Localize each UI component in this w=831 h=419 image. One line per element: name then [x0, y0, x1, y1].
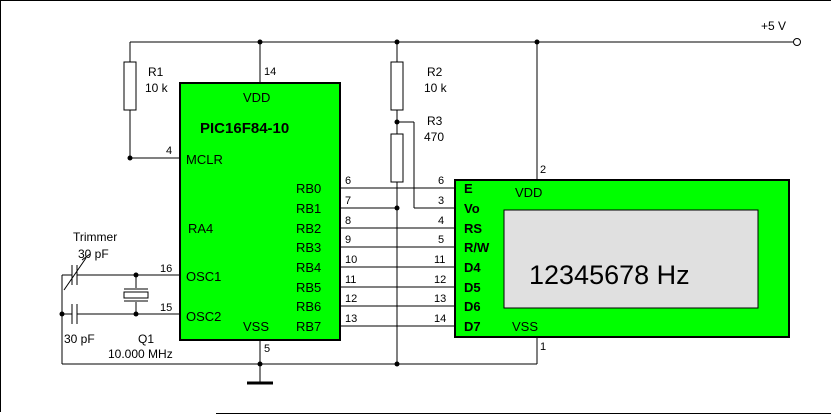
r2-value: 10 k — [424, 81, 448, 95]
junction-dot — [394, 39, 400, 45]
mcu-pin-rb2: 8 — [345, 215, 351, 227]
junction-dot — [534, 39, 540, 45]
trimmer-value: 30 pF — [78, 247, 109, 261]
mcu-body — [179, 82, 341, 341]
mcu-osc1-label: OSC1 — [186, 269, 221, 284]
lcd-d5-label: D5 — [464, 280, 481, 295]
r3-value: 470 — [424, 130, 444, 144]
mcu-pin-rb5: 11 — [345, 274, 356, 286]
mcu-name: PIC16F84-10 — [200, 120, 289, 137]
crystal-body — [123, 291, 149, 299]
lcd-pin-rs: 4 — [438, 215, 444, 227]
mcu-pin-rb7: 13 — [345, 313, 357, 325]
lcd-pin-d5: 12 — [434, 274, 446, 286]
junction-dot — [257, 361, 263, 367]
junction-dot — [394, 119, 400, 125]
lcd-rs-label: RS — [464, 221, 482, 236]
lcd-pin-rw: 5 — [438, 234, 444, 246]
mcu-pin-vss: 5 — [264, 343, 270, 355]
mcu-pin-rb4: 10 — [345, 254, 357, 266]
mcu-vss-label: VSS — [243, 319, 269, 334]
r2-name: R2 — [427, 65, 443, 79]
mcu-pin-rb1: 7 — [345, 195, 351, 207]
mcu-rb7-label: RB7 — [296, 319, 321, 334]
junction-dot — [127, 155, 133, 161]
mcu-mclr-label: MCLR — [186, 152, 223, 167]
mcu-pin-mclr: 4 — [166, 145, 172, 157]
junction-dot — [133, 311, 139, 317]
mcu-ra4-label: RA4 — [188, 221, 213, 236]
cap2-value: 30 pF — [64, 332, 95, 346]
r1-resistor — [123, 61, 137, 111]
junction-dot — [59, 311, 65, 317]
supply-terminal — [793, 38, 801, 46]
lcd-d4-label: D4 — [464, 260, 481, 275]
mcu-rb1-label: RB1 — [296, 201, 321, 216]
junction-dot — [394, 205, 400, 211]
lcd-pin-d4: 11 — [434, 254, 445, 266]
lcd-d6-label: D6 — [464, 299, 481, 314]
mcu-pin-osc1: 16 — [160, 263, 172, 275]
lcd-screen — [503, 209, 759, 309]
mcu-pin-rb0: 6 — [345, 175, 351, 187]
mcu-vdd-label: VDD — [243, 90, 270, 105]
lcd-vo-label: Vo — [464, 201, 480, 216]
lcd-rw-label: R/W — [464, 240, 490, 255]
lcd-e-label: E — [464, 181, 473, 196]
trimmer-arrow-tip — [81, 253, 91, 261]
mcu-rb6-label: RB6 — [296, 299, 321, 314]
lcd-display-text: 12345678 Hz — [529, 260, 690, 290]
trimmer-arrow — [63, 257, 87, 291]
mcu-osc2-label: OSC2 — [186, 309, 221, 324]
supply-label: +5 V — [761, 19, 786, 33]
junction-dot — [394, 361, 400, 367]
r2-resistor — [390, 61, 404, 111]
lcd-vss-label: VSS — [512, 319, 538, 334]
crystal-value: 10.000 MHz — [108, 347, 173, 361]
mcu-pin-rb6: 12 — [345, 293, 357, 305]
trimmer-name: Trimmer — [73, 230, 117, 244]
mcu-rb4-label: RB4 — [296, 260, 321, 275]
r3-resistor — [390, 133, 404, 183]
lcd-pin-d7: 14 — [434, 313, 446, 325]
lcd-pin-vo: 3 — [438, 195, 444, 207]
r1-value: 10 k — [145, 81, 169, 95]
lcd-pin-vdd: 2 — [540, 164, 546, 176]
mcu-rb2-label: RB2 — [296, 221, 321, 236]
r3-name: R3 — [427, 114, 443, 128]
mcu-rb3-label: RB3 — [296, 240, 321, 255]
junction-dot — [133, 272, 139, 278]
mcu-pin-vdd: 14 — [264, 66, 276, 78]
r1-name: R1 — [148, 65, 164, 79]
lcd-vdd-label: VDD — [515, 185, 542, 200]
mcu-pin-osc2: 15 — [160, 302, 172, 314]
lcd-pin-vss: 1 — [540, 341, 546, 353]
lcd-pin-e: 6 — [438, 175, 444, 187]
crystal-name: Q1 — [138, 332, 154, 346]
mcu-pin-rb3: 9 — [345, 234, 351, 246]
mcu-rb0-label: RB0 — [296, 181, 321, 196]
mcu-rb5-label: RB5 — [296, 280, 321, 295]
lcd-pin-d6: 13 — [434, 293, 446, 305]
lcd-d7-label: D7 — [464, 319, 481, 334]
junction-dot — [257, 39, 263, 45]
